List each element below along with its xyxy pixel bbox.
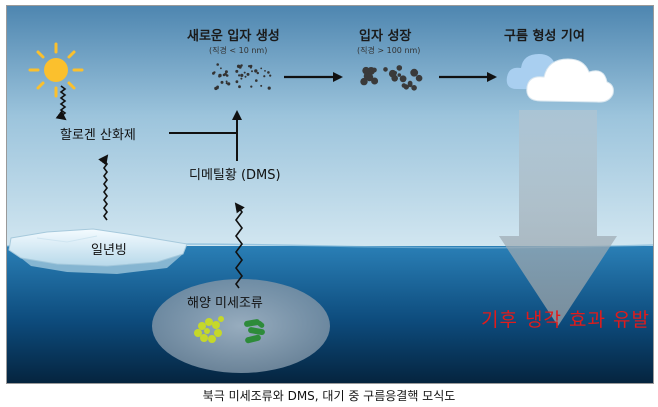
small-particle: [224, 70, 228, 74]
large-particle: [389, 70, 394, 75]
small-particle: [246, 72, 250, 76]
sunlight-wave-arrow: [55, 85, 67, 121]
small-particle: [216, 63, 219, 66]
small-particle: [254, 69, 258, 73]
diagram-frame: 새로운 입자 생성 (직경 < 10 nm) 입자 성장 (직경 > 100 n…: [6, 5, 654, 384]
figure-caption: 북극 미세조류와 DMS, 대기 중 구름응결핵 모식도: [202, 389, 456, 403]
small-particle: [267, 71, 270, 74]
dms-label: 디메틸황 (DMS): [189, 168, 281, 183]
small-particle: [240, 77, 243, 80]
small-particle: [255, 79, 258, 82]
small-particle: [249, 66, 252, 69]
small-particle: [244, 75, 247, 78]
small-particle: [238, 74, 241, 77]
connector-lines: [169, 110, 242, 161]
small-particle: [240, 64, 243, 67]
cooling-effect-beam: [499, 110, 617, 326]
large-particle: [371, 77, 379, 85]
small-particle: [267, 86, 271, 90]
small-particle: [250, 85, 253, 88]
large-particle: [397, 73, 402, 77]
large-particles-cluster: [360, 65, 423, 91]
microalgae-green-icon: [244, 319, 265, 344]
small-particle: [224, 72, 227, 76]
large-particle: [383, 67, 388, 72]
large-particle: [407, 82, 413, 88]
microalgae-yellow-icon: [194, 316, 224, 343]
small-particle: [256, 71, 259, 75]
small-particle: [218, 75, 221, 78]
large-particle: [410, 68, 419, 77]
small-particle: [263, 75, 266, 78]
diagram-canvas: [7, 6, 653, 383]
large-particle: [415, 74, 423, 82]
small-particle: [260, 84, 263, 87]
small-particle: [240, 73, 244, 77]
small-particle: [264, 70, 266, 72]
large-particle: [393, 71, 398, 75]
small-particle: [269, 74, 272, 77]
halogen-oxidant-label: 할로겐 산화제: [60, 128, 136, 143]
large-particle: [401, 83, 407, 88]
small-particle: [248, 65, 251, 68]
large-particle: [411, 85, 417, 91]
algae-to-dms-wave-arrow: [234, 202, 245, 289]
microalgae-label: 해양 미세조류: [187, 296, 263, 311]
microalgae-zone: [152, 279, 330, 373]
small-particle: [220, 80, 224, 84]
large-particle: [362, 66, 370, 75]
sun-icon: [28, 42, 84, 98]
small-particle: [212, 72, 215, 75]
large-particle: [372, 67, 377, 73]
small-particle: [216, 87, 219, 90]
small-particle: [235, 69, 239, 73]
stage-nucleation-title: 새로운 입자 생성: [187, 29, 280, 44]
small-particle: [235, 80, 239, 84]
cloud-icon: [506, 54, 614, 103]
small-particle: [225, 80, 228, 83]
large-particle: [391, 75, 399, 82]
small-particle: [220, 67, 222, 70]
ice-to-oxidant-wave-arrow: [98, 154, 109, 221]
stage-nucleation-size: (직경 < 10 nm): [209, 46, 268, 55]
stage-growth-size: (직경 > 100 nm): [357, 46, 421, 55]
cooling-effect-label: 기후 냉각 효과 유발: [481, 309, 650, 331]
small-particle: [243, 71, 246, 74]
small-particle: [260, 67, 263, 70]
stage-growth-title: 입자 성장: [359, 29, 412, 44]
small-particle: [238, 85, 241, 89]
large-particle: [399, 75, 407, 83]
small-particle: [251, 70, 253, 73]
small-particle: [227, 82, 231, 86]
sea-ice-label: 일년빙: [91, 243, 127, 258]
large-particle: [366, 75, 373, 82]
stage-cloud-title: 구름 형성 기여: [504, 29, 585, 44]
small-particles-cluster: [212, 63, 272, 91]
large-particle: [360, 77, 368, 86]
sea-ice-floe: [8, 228, 188, 274]
large-particle: [396, 65, 403, 71]
